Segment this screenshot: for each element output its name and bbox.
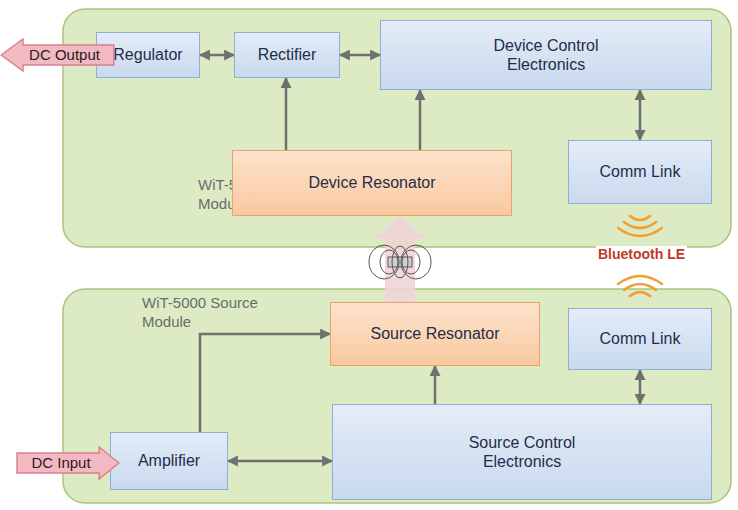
field-line [369,245,399,279]
field-line [392,246,408,278]
field-line [401,245,431,279]
connector-line [200,334,330,432]
node-label: DC Output [15,46,100,64]
node-label: Comm Link [600,329,681,348]
connector [286,78,287,150]
connector [420,90,421,150]
connector-line [285,78,288,150]
node-label: Source Control Electronics [447,433,597,471]
connector [640,370,641,404]
node-label: Device Resonator [308,173,435,192]
node-label: Comm Link [600,162,681,181]
module-group: WiT-5000 Device ModuleRegulatorRectifier… [62,8,732,248]
link-label: Bluetooth LE [596,246,687,262]
process-box: Source Control Electronics [332,404,712,500]
power-transfer-arrow [372,217,428,302]
node-label: Amplifier [138,451,200,470]
radio-wave [630,216,650,220]
field-illustration [369,245,431,279]
connector-line [639,370,642,404]
connector [200,334,330,432]
radio-wave [618,228,662,236]
connector [340,55,380,56]
resonator-box: Device Resonator [232,150,512,216]
resonator-box: Source Resonator [330,302,540,366]
process-box: Device Control Electronics [380,20,712,90]
radio-wave [624,222,656,228]
arrow-head [372,217,428,239]
node-label: DC Input [31,454,104,472]
connector-line [340,54,380,57]
connector-line [228,460,332,463]
group-background [63,9,731,247]
module-group: WiT-5000 Source ModuleSource Resonator Co… [62,288,732,504]
node-label: Device Control Electronics [471,36,621,74]
process-box: Comm Link [568,140,712,204]
node-label: Regulator [113,45,182,64]
process-box: Amplifier [110,432,228,490]
connector-line [200,54,234,57]
connector-line [434,366,437,404]
connector-line [419,90,422,150]
process-box: Comm Link [568,308,712,370]
output-arrow: DC Output [0,38,115,72]
radio-wave [624,284,656,290]
connector [640,90,641,140]
input-arrow: DC Input [16,446,120,480]
group-title: WiT-5000 Source Module [142,294,262,332]
connector-line [639,90,642,140]
node-label: Rectifier [258,45,317,64]
field-line [402,250,420,274]
field-line [380,250,398,274]
connector [435,366,436,404]
arrow-shape [17,447,119,479]
group-background [63,289,731,503]
arrow-shaft [385,238,415,302]
connector [228,461,332,462]
connector [200,55,234,56]
radio-wave [630,292,650,296]
node-label: Source Resonator [371,324,500,343]
process-box: Rectifier [234,32,340,78]
